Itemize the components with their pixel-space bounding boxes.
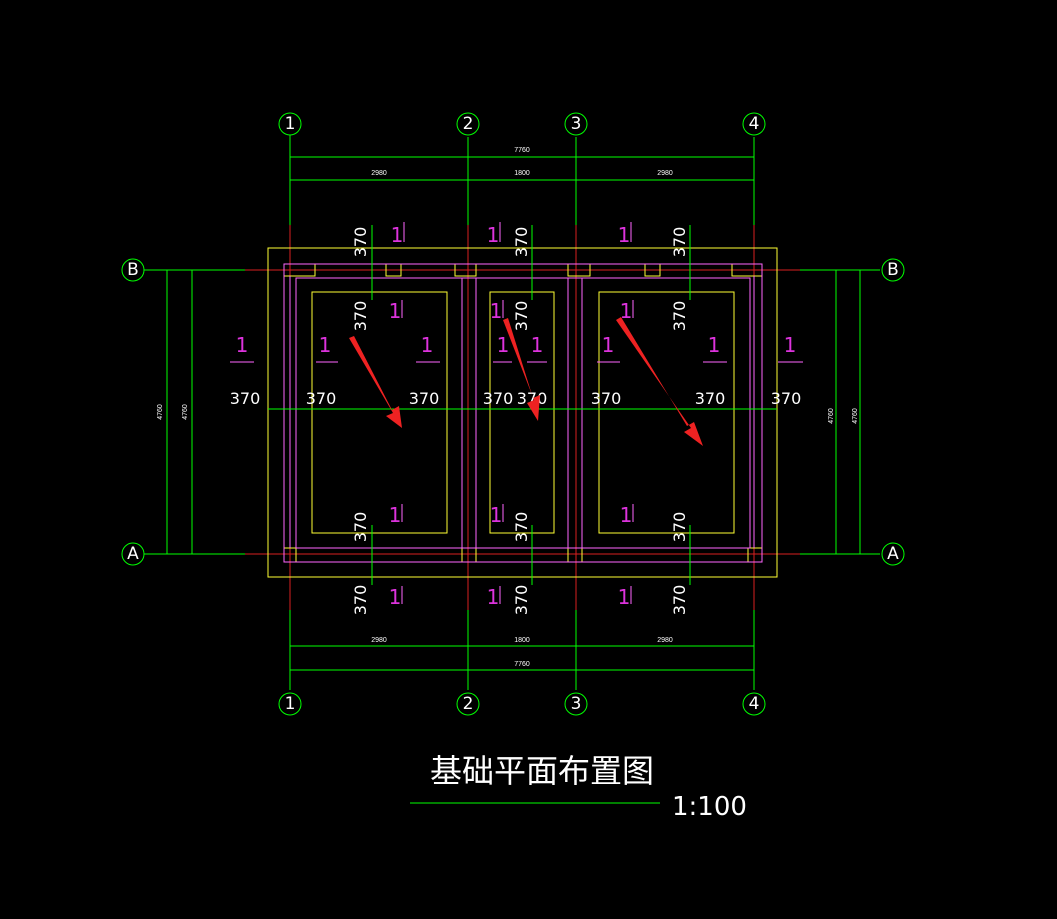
section-mark: 1 (620, 503, 633, 527)
dim-total-y-left-outer: 4760 (157, 404, 164, 420)
axis-label: 3 (571, 694, 582, 714)
dim-total-x-top: 7760 (514, 147, 530, 154)
dim-span-1-top: 2980 (371, 170, 387, 177)
section-mark: 1 (236, 333, 249, 357)
dim-span-1-bottom: 2980 (371, 637, 387, 644)
axis-bubble-4-bottom (742, 692, 766, 716)
dim-370-v-6: 370 (670, 301, 689, 332)
section-mark: 1 (389, 299, 402, 323)
dim-span-3-bottom: 2980 (657, 637, 673, 644)
axis-label: 2 (463, 114, 474, 134)
axis-bubble-1-bottom (278, 692, 302, 716)
dim-370-h-5: 370 (517, 389, 548, 408)
axis-label: 1 (285, 114, 296, 134)
arrow-icon (349, 336, 402, 428)
dim-span-2-bottom: 1800 (514, 637, 530, 644)
dim-370-v-11: 370 (670, 512, 689, 543)
wall-thickness-dimensions-vertical: 370 370 370 370 370 370 370 370 370 370 … (351, 225, 691, 616)
section-mark: 1 (487, 223, 500, 247)
axis-label: 4 (749, 114, 760, 134)
axis-bubble-2-bottom (456, 692, 480, 716)
dim-370-v-12: 370 (670, 585, 689, 616)
dim-370-v-8: 370 (351, 585, 370, 616)
drawing-scale: 1:100 (672, 792, 747, 822)
dim-total-y-right-outer: 4760 (852, 408, 859, 424)
axis-label: A (887, 544, 899, 564)
arrow-icon (503, 318, 540, 421)
wall-thickness-dimensions-horizontal: 370 370 370 370 370 370 370 370 (230, 389, 802, 410)
dim-total-y-left-inner: 4760 (182, 404, 189, 420)
dim-370-h-4: 370 (483, 389, 514, 408)
dim-span-2-top: 1800 (514, 170, 530, 177)
dim-370-v-4: 370 (512, 301, 531, 332)
arrow-icon (616, 317, 703, 446)
section-marks: 1 1 1 1 1 1 1 1 1 1 1 1 1 1 1 1 1 1 (230, 222, 803, 609)
drawing-title: 基础平面布置图 (430, 752, 654, 790)
dim-total-y-right-inner: 4760 (828, 408, 835, 424)
dim-370-h-2: 370 (306, 389, 337, 408)
dim-370-v-7: 370 (351, 512, 370, 543)
axis-label: A (127, 544, 139, 564)
axis-bubble-A-right (881, 542, 905, 566)
top-dimensions: 7760 2980 1800 2980 (289, 137, 755, 225)
left-dimensions: 4760 4760 (147, 269, 245, 555)
dim-span-3-top: 2980 (657, 170, 673, 177)
section-mark: 1 (490, 503, 503, 527)
dim-370-h-7: 370 (695, 389, 726, 408)
dim-370-v-5: 370 (670, 227, 689, 258)
axis-bubble-3-bottom (564, 692, 588, 716)
section-mark: 1 (618, 223, 631, 247)
section-mark: 1 (421, 333, 434, 357)
axis-label: 2 (463, 694, 474, 714)
axis-label: B (887, 260, 899, 280)
dim-370-v-2: 370 (351, 301, 370, 332)
dim-total-x-bottom: 7760 (514, 661, 530, 668)
dim-370-v-1: 370 (351, 227, 370, 258)
axis-label: 3 (571, 114, 582, 134)
axis-bubbles: 1 2 3 4 1 2 3 4 B A B A (121, 112, 905, 716)
title-block: 基础平面布置图 1:100 (410, 752, 747, 822)
section-mark: 1 (620, 299, 633, 323)
axis-bubble-3-top (564, 112, 588, 136)
section-mark: 1 (487, 585, 500, 609)
section-mark: 1 (784, 333, 797, 357)
section-mark: 1 (389, 585, 402, 609)
section-mark: 1 (618, 585, 631, 609)
section-mark: 1 (389, 503, 402, 527)
section-mark: 1 (319, 333, 332, 357)
section-mark: 1 (497, 333, 510, 357)
axis-bubble-2-top (456, 112, 480, 136)
dim-370-v-3: 370 (512, 227, 531, 258)
wall-outlines (283, 263, 763, 563)
axis-bubble-B-right (881, 258, 905, 282)
section-mark: 1 (708, 333, 721, 357)
axis-bubble-4-top (742, 112, 766, 136)
section-mark: 1 (602, 333, 615, 357)
right-dimensions: 4760 4760 (800, 269, 880, 555)
axis-label: 1 (285, 694, 296, 714)
dim-370-v-10: 370 (512, 585, 531, 616)
bottom-dimensions: 2980 1800 2980 7760 (289, 610, 755, 690)
axis-label: B (127, 260, 139, 280)
annotation-arrows (349, 317, 703, 446)
axis-label: 4 (749, 694, 760, 714)
dim-370-h-1: 370 (230, 389, 261, 408)
dim-370-h-8: 370 (771, 389, 802, 408)
section-mark: 1 (391, 223, 404, 247)
section-mark: 1 (490, 299, 503, 323)
section-mark: 1 (531, 333, 544, 357)
dim-370-v-9: 370 (512, 512, 531, 543)
axis-bubble-1-top (278, 112, 302, 136)
dim-370-h-3: 370 (409, 389, 440, 408)
dim-370-h-6: 370 (591, 389, 622, 408)
